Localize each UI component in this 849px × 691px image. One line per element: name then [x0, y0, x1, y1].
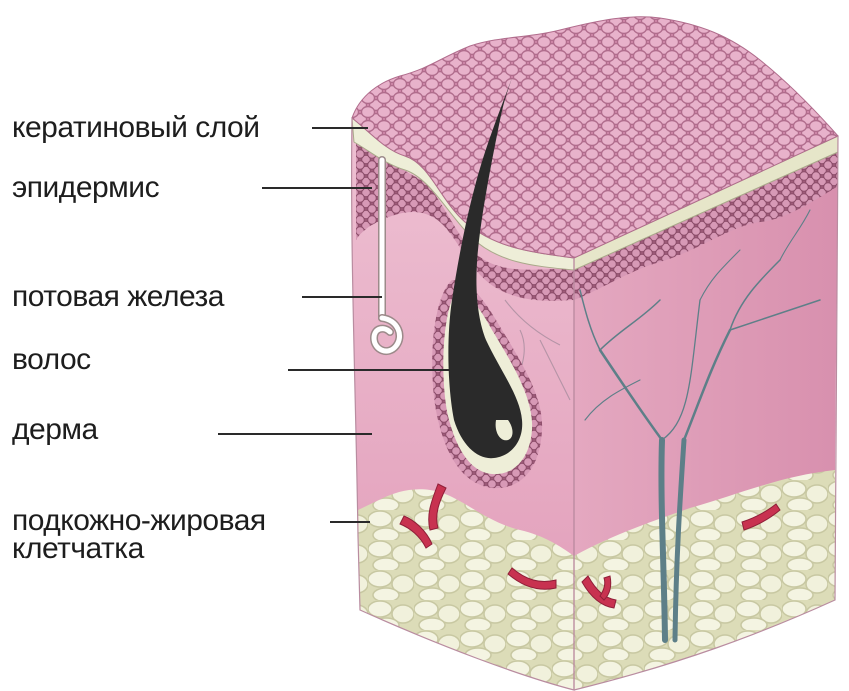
label-epidermis: эпидермис: [12, 172, 159, 204]
label-subcutaneous-line2: клетчатка: [12, 534, 144, 564]
label-dermis: дерма: [12, 414, 98, 446]
label-keratin: кератиновый слой: [12, 112, 259, 144]
label-sweat-gland: потовая железа: [12, 281, 224, 313]
label-hair: волос: [12, 344, 91, 376]
